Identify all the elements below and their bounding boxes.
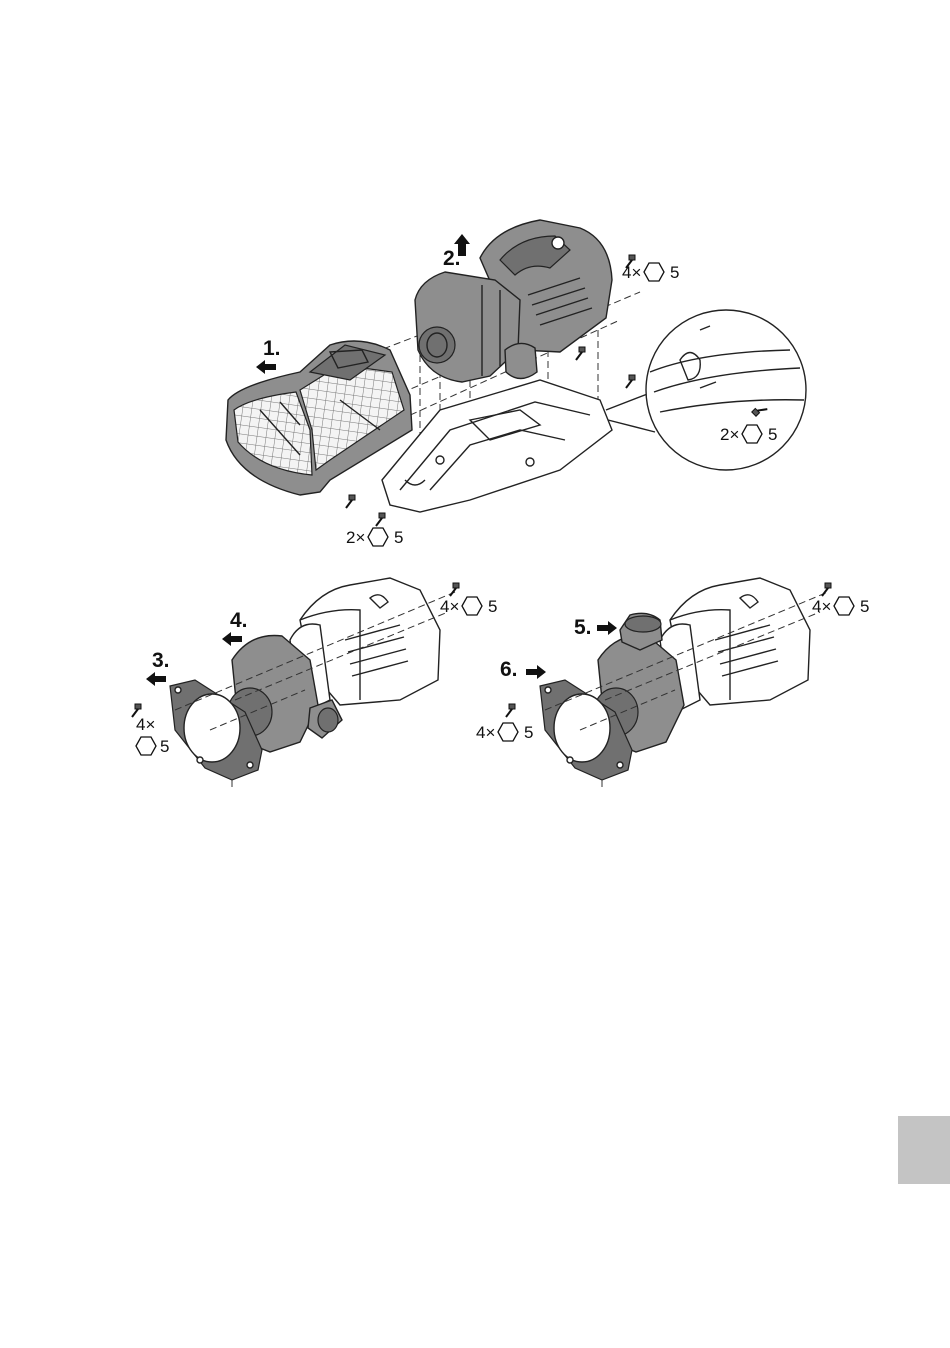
svg-text:2×: 2× bbox=[720, 425, 739, 444]
arrow-right-icon bbox=[526, 665, 546, 679]
base-plate bbox=[382, 380, 612, 512]
filter-basket bbox=[226, 341, 412, 495]
left-assembly: 4. 3. 4× 5 4× 5 bbox=[132, 578, 497, 790]
svg-text:5: 5 bbox=[488, 597, 497, 616]
screw-icon bbox=[346, 495, 355, 508]
step-label: 1. bbox=[263, 337, 281, 360]
svg-text:5: 5 bbox=[160, 737, 169, 756]
screw-callout: 4× 5 bbox=[440, 597, 497, 616]
screw-callout: 4× 5 bbox=[136, 715, 169, 756]
detail-magnifier bbox=[606, 310, 806, 470]
screw-icon bbox=[626, 375, 635, 388]
screw-icon bbox=[376, 513, 385, 526]
right-assembly: 5. 6. 4× 5 4× 5 bbox=[476, 578, 869, 790]
hex-key-icon bbox=[742, 425, 762, 443]
main-assembly: 1. 2. 4× 5 2× 5 2× 5 bbox=[226, 220, 806, 547]
step-label: 6. bbox=[500, 658, 518, 681]
svg-text:4×: 4× bbox=[440, 597, 459, 616]
hex-key-icon bbox=[368, 528, 388, 546]
svg-text:4×: 4× bbox=[622, 263, 641, 282]
svg-text:5: 5 bbox=[860, 597, 869, 616]
screw-icon bbox=[576, 347, 585, 360]
svg-text:2×: 2× bbox=[346, 528, 365, 547]
step-label: 5. bbox=[574, 616, 592, 639]
screw-callout: 4× 5 bbox=[476, 723, 533, 742]
hex-key-icon bbox=[136, 737, 156, 755]
svg-text:4×: 4× bbox=[476, 723, 495, 742]
screw-icon bbox=[450, 583, 459, 596]
svg-text:5: 5 bbox=[394, 528, 403, 547]
svg-text:4×: 4× bbox=[812, 597, 831, 616]
hex-key-icon bbox=[834, 597, 854, 615]
step-label: 2. bbox=[443, 247, 461, 270]
hex-key-icon bbox=[644, 263, 664, 281]
screw-callout: 2× 5 bbox=[346, 528, 403, 547]
arrow-left-icon bbox=[146, 672, 166, 686]
arrow-left-icon bbox=[256, 360, 276, 374]
hex-key-icon bbox=[462, 597, 482, 615]
svg-text:5: 5 bbox=[768, 425, 777, 444]
svg-text:5: 5 bbox=[670, 263, 679, 282]
svg-text:4×: 4× bbox=[136, 715, 155, 734]
screw-icon bbox=[822, 583, 831, 596]
step-label: 3. bbox=[152, 649, 170, 672]
arrow-right-icon bbox=[597, 621, 617, 635]
arrow-left-icon bbox=[222, 632, 242, 646]
page-edge-tab bbox=[898, 1116, 950, 1184]
screw-callout: 4× 5 bbox=[812, 597, 869, 616]
hex-key-icon bbox=[498, 723, 518, 741]
pump-motor-housing bbox=[415, 220, 612, 382]
screw-callout: 2× 5 bbox=[720, 425, 777, 444]
screw-callout: 4× 5 bbox=[622, 263, 679, 282]
svg-text:5: 5 bbox=[524, 723, 533, 742]
screw-icon bbox=[506, 704, 515, 717]
step-label: 4. bbox=[230, 609, 248, 632]
